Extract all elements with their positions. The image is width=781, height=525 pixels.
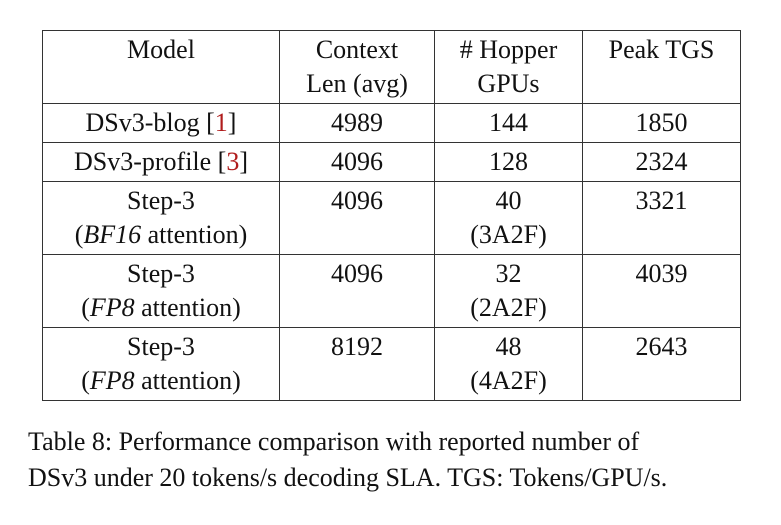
header-peak-tgs: Peak TGS [582, 30, 741, 104]
cell-context: 4096 [279, 254, 435, 328]
cell-gpus: 144 [434, 103, 583, 143]
citation-link[interactable]: 1 [214, 108, 228, 137]
cell-model: Step-3 (FP8 attention) [42, 254, 280, 328]
header-tgs-line1: Peak TGS [608, 35, 715, 64]
header-context-line1: Context [315, 35, 399, 64]
performance-comparison-table: Model Context Len (avg) # Hopper GPUs Pe… [42, 30, 741, 401]
table-header-row: Model Context Len (avg) # Hopper GPUs Pe… [42, 30, 741, 104]
citation-link[interactable]: 3 [226, 147, 240, 176]
cell-model: Step-3 (FP8 attention) [42, 327, 280, 401]
cell-tgs: 3321 [582, 181, 741, 255]
performance-table-container: Model Context Len (avg) # Hopper GPUs Pe… [42, 30, 741, 401]
cell-tgs: 2324 [582, 142, 741, 182]
table-row: DSv3-profile [3] 4096 128 2324 [42, 142, 741, 182]
caption-line1: Table 8: Performance comparison with rep… [28, 427, 640, 456]
table-row: DSv3-blog [1] 4989 144 1850 [42, 103, 741, 143]
header-context-len: Context Len (avg) [279, 30, 435, 104]
cell-model: DSv3-blog [1] [42, 103, 280, 143]
cell-gpus: 128 [434, 142, 583, 182]
table-row: Step-3 (BF16 attention) 4096 40 (3A2F) 3… [42, 181, 741, 255]
cell-context: 4096 [279, 181, 435, 255]
attention-precision: FP8 [89, 293, 135, 322]
header-gpus-line2: GPUs [477, 69, 540, 98]
cell-tgs: 4039 [582, 254, 741, 328]
header-hopper-gpus: # Hopper GPUs [434, 30, 583, 104]
cell-gpus: 40 (3A2F) [434, 181, 583, 255]
cell-gpus: 32 (2A2F) [434, 254, 583, 328]
caption-line2: DSv3 under 20 tokens/s decoding SLA. TGS… [28, 463, 668, 492]
cell-context: 4096 [279, 142, 435, 182]
gpu-config: (2A2F) [470, 293, 547, 322]
cell-context: 8192 [279, 327, 435, 401]
cell-gpus: 48 (4A2F) [434, 327, 583, 401]
table-row: Step-3 (FP8 attention) 4096 32 (2A2F) 40… [42, 254, 741, 328]
gpu-config: (3A2F) [470, 220, 547, 249]
gpu-config: (4A2F) [470, 366, 547, 395]
table-row: Step-3 (FP8 attention) 8192 48 (4A2F) 26… [42, 327, 741, 401]
cell-tgs: 1850 [582, 103, 741, 143]
cell-model: Step-3 (BF16 attention) [42, 181, 280, 255]
header-model: Model [42, 30, 280, 104]
attention-precision: BF16 [83, 220, 142, 249]
header-model-line1: Model [127, 35, 195, 64]
cell-context: 4989 [279, 103, 435, 143]
header-context-line2: Len (avg) [306, 69, 408, 98]
header-gpus-line1: # Hopper [459, 35, 558, 64]
cell-tgs: 2643 [582, 327, 741, 401]
table-caption: Table 8: Performance comparison with rep… [28, 424, 768, 496]
attention-precision: FP8 [89, 366, 135, 395]
cell-model: DSv3-profile [3] [42, 142, 280, 182]
